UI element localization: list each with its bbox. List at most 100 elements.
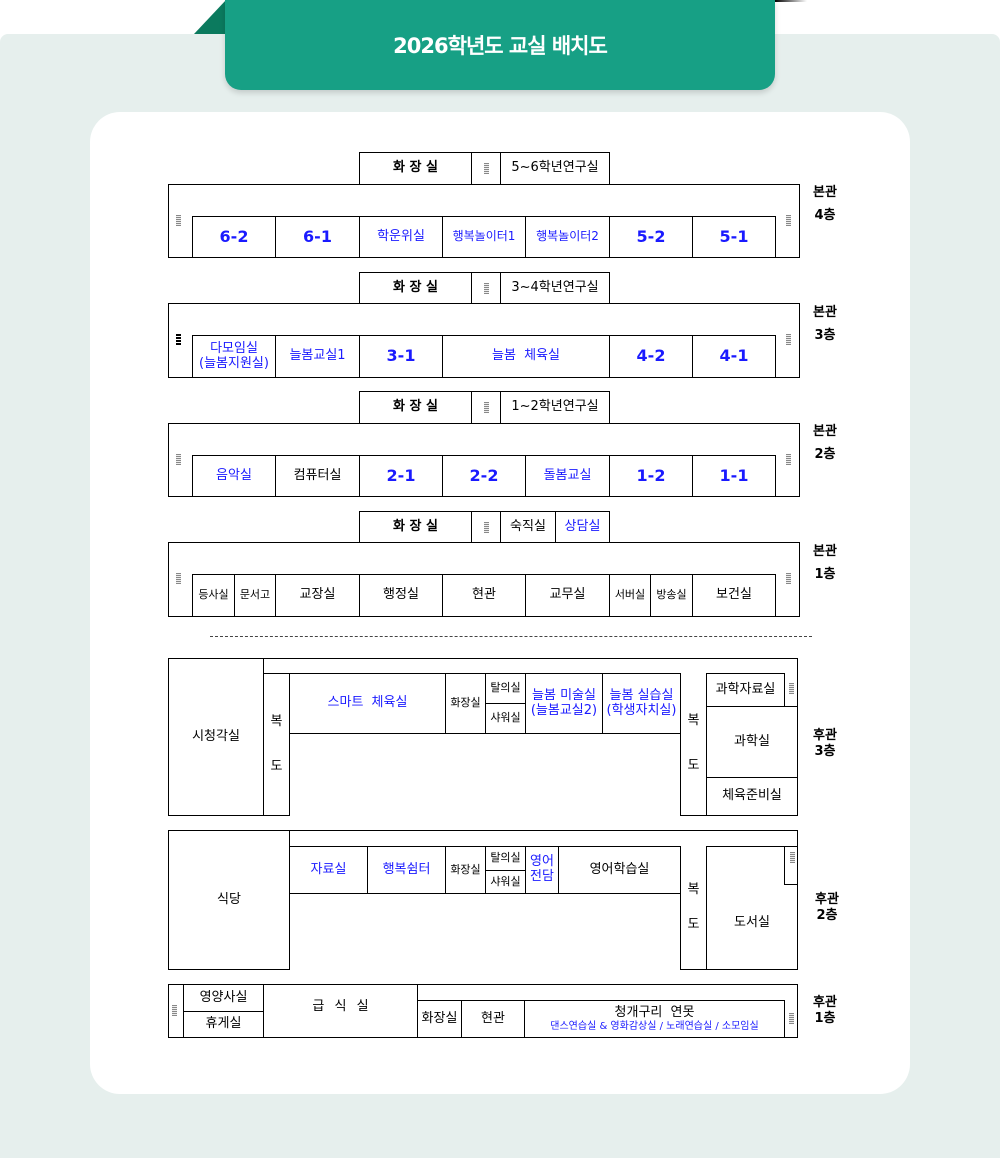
room: 1-2: [609, 455, 693, 497]
room: 늘봄 실습실(학생자치실): [602, 673, 681, 734]
stairs-icon: [790, 852, 795, 863]
room: 상담실: [555, 511, 610, 543]
wall: [784, 846, 785, 884]
room: 돌봄교실: [525, 455, 610, 497]
room: 컴퓨터실: [275, 455, 360, 497]
room: 행복놀이터2: [525, 216, 610, 258]
stairs-icon: [483, 521, 489, 533]
room: 현관: [461, 1000, 525, 1038]
building-name: 후관: [813, 995, 837, 1010]
room: 도서실: [706, 846, 798, 970]
stairs-icon: [176, 215, 181, 226]
room: 체육준비실: [706, 777, 798, 816]
room: 화장실: [445, 673, 486, 734]
building-name: 본관: [813, 305, 837, 320]
floor-label: 본관 1층: [805, 540, 845, 586]
stairs-icon: [786, 454, 791, 465]
room: 3-1: [359, 335, 443, 378]
room: 2-1: [359, 455, 443, 497]
room: 문서고: [234, 574, 276, 617]
stairs-icon: [483, 282, 489, 294]
stairs-icon: [176, 334, 181, 345]
room: 6-2: [192, 216, 276, 258]
building-name: 본관: [813, 424, 837, 439]
room: 늘봄 체육실: [442, 335, 610, 378]
ribbon-fold-left: [194, 0, 226, 34]
room: 과학자료실: [706, 673, 785, 707]
room: 1-1: [692, 455, 776, 497]
room: 현관: [442, 574, 526, 617]
stairs: [471, 152, 501, 185]
stairs-icon: [483, 402, 489, 413]
room: 샤워실: [485, 703, 526, 734]
floor-label: 본관 3층: [805, 301, 845, 347]
room-name: 전담: [530, 869, 554, 884]
room: 등사실: [192, 574, 235, 617]
room: 스마트 체육실: [289, 673, 446, 734]
research-room: 1~2학년연구실: [500, 391, 610, 424]
room-name: 늘봄 실습실: [609, 687, 674, 703]
room-name: 청개구리 연못: [614, 1004, 695, 1020]
page-title: 2026학년도 교실 배치도: [225, 0, 775, 90]
room: 과학실: [706, 706, 798, 778]
room: 학운위실: [359, 216, 443, 258]
toilet: 화 장 실: [359, 272, 472, 304]
room: 행정실: [359, 574, 443, 617]
stairs-icon: [172, 1005, 177, 1016]
toilet: 화 장 실: [359, 391, 472, 424]
floor-number: 1층: [814, 567, 836, 582]
research-room: 5~6학년연구실: [500, 152, 610, 185]
corridor-label: 도: [687, 916, 700, 932]
wall: [784, 884, 798, 885]
research-room: 3~4학년연구실: [500, 272, 610, 304]
building-name: 후관: [815, 892, 839, 907]
corridor-label: 복: [270, 713, 283, 729]
corridor-label: 복: [687, 713, 700, 729]
stairs-icon: [786, 573, 791, 584]
toilet: 화 장 실: [359, 152, 472, 185]
room: 음악실: [192, 455, 276, 497]
room: 4-1: [692, 335, 776, 378]
corridor-label: 도: [687, 758, 700, 773]
room: 숙직실: [500, 511, 556, 543]
corridor-label: 복: [687, 881, 700, 897]
building-name: 후관: [813, 728, 837, 743]
room: 5-2: [609, 216, 693, 258]
room: 방송실: [650, 574, 693, 617]
room: 6-1: [275, 216, 360, 258]
room: 2-2: [442, 455, 526, 497]
room-subname: (늘봄교실2): [530, 702, 598, 718]
wall: [168, 830, 798, 831]
room: 탈의실: [485, 846, 526, 871]
room-subname: (늘봄지원실): [199, 355, 269, 371]
building-divider: [210, 636, 812, 637]
room: 시청각실: [168, 658, 264, 816]
room: 늘봄 미술실(늘봄교실2): [525, 673, 603, 734]
floor-number: 4층: [814, 208, 836, 223]
room: 탈의실: [485, 673, 526, 704]
room: 영양사실: [183, 984, 264, 1012]
wall: [168, 658, 798, 659]
room: 행복쉼터: [367, 846, 446, 894]
room: 휴게실: [183, 1011, 264, 1038]
room-subname: 댄스연습실 & 영화감상실 / 노래연습실 / 소모임실: [550, 1020, 759, 1032]
stairs-icon: [789, 683, 794, 694]
floor-number: 1층: [814, 1011, 836, 1026]
room: 4-2: [609, 335, 693, 378]
building-name: 본관: [813, 544, 837, 559]
room-name: 영어: [530, 854, 554, 870]
stairs-icon: [786, 334, 791, 345]
building-name: 본관: [813, 185, 837, 200]
stairs-icon: [789, 1013, 794, 1024]
floor-number: 3층: [814, 328, 836, 343]
stairs-icon: [176, 454, 181, 465]
room: 급 식 실: [263, 984, 418, 1038]
stairs-icon: [786, 215, 791, 226]
